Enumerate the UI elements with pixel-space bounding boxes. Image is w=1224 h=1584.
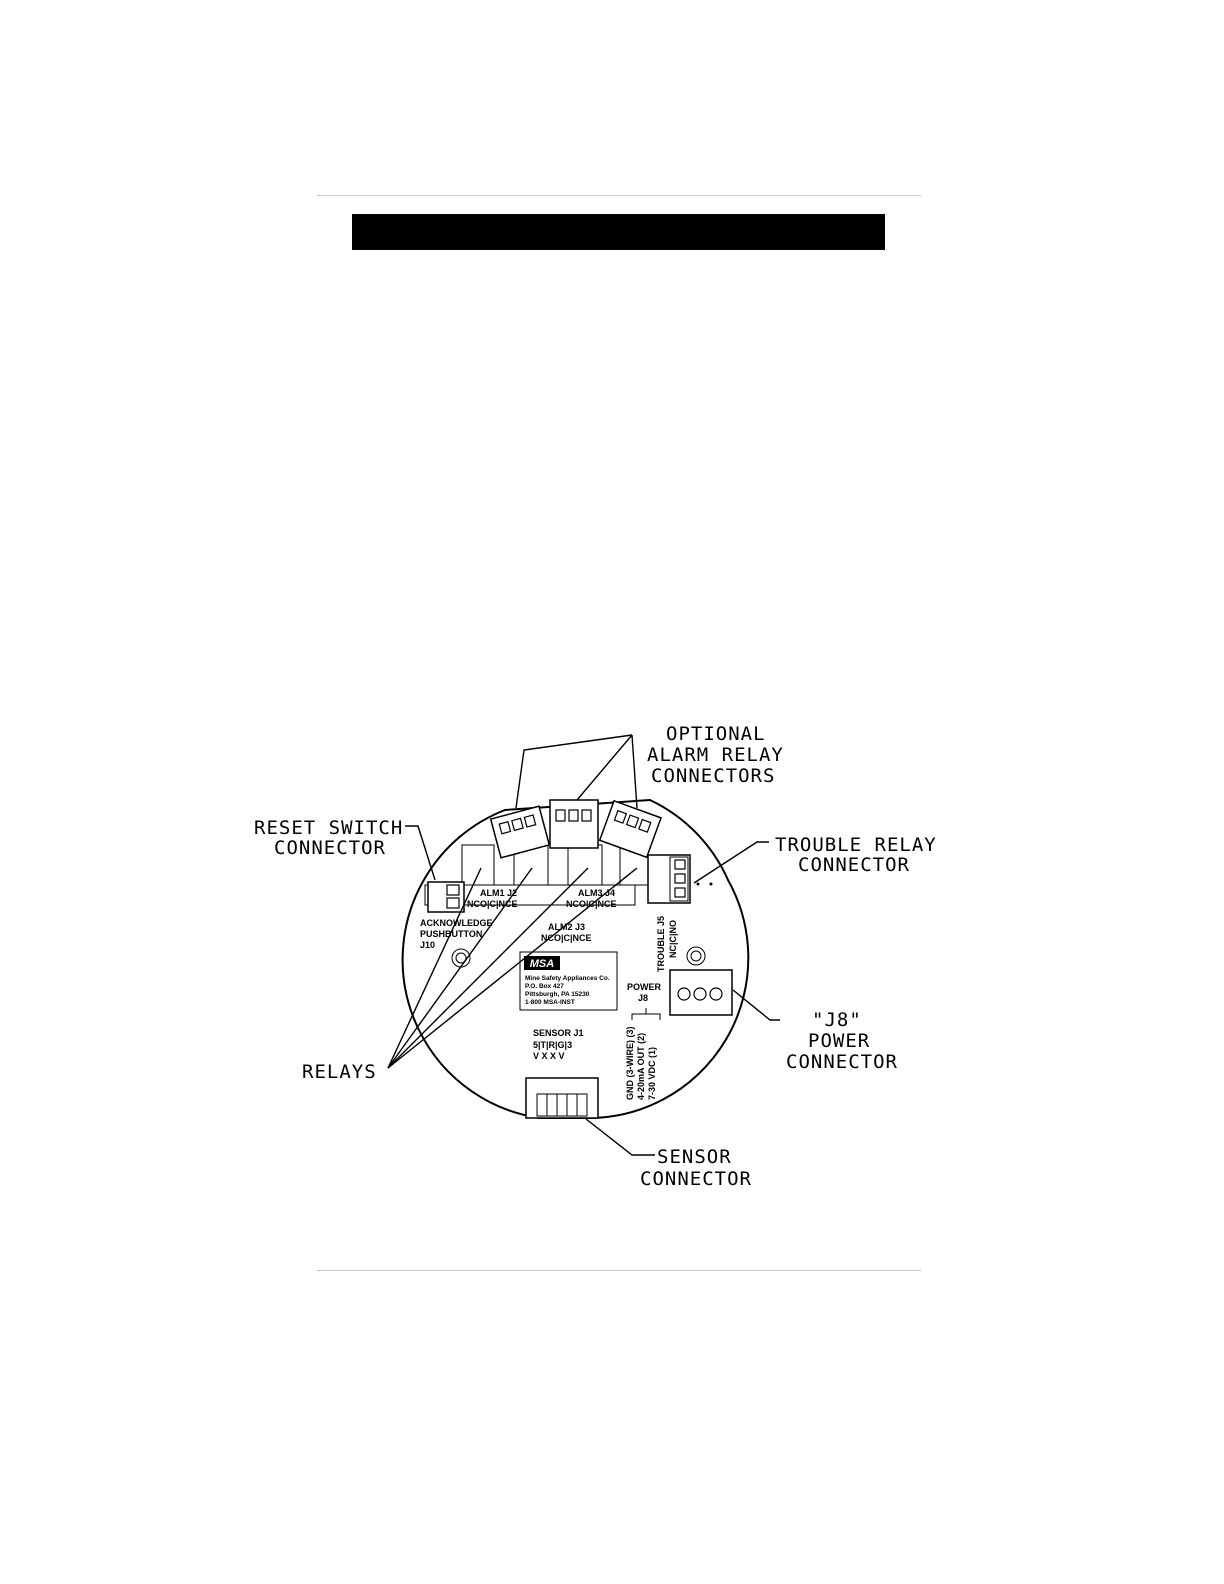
power-pin-vdc: 7-30 VDC (1) [647,1047,657,1100]
relays-callout: RELAYS [302,1061,377,1083]
top-divider [317,195,921,196]
alm1-pins: NCO|C|NCE [467,899,518,909]
sensor-pins-bottom: V X X V [533,1051,565,1061]
power-connector-j8 [669,969,733,1016]
optional-alarm-callout: OPTIONAL [666,723,766,745]
mounting-screw-icon [686,946,706,966]
pushbutton-label: PUSHBUTTON [420,929,482,939]
j8-power-callout: CONNECTOR [786,1051,898,1073]
optional-alarm-callout: ALARM RELAY [647,744,784,766]
alm1-label: ALM1 J2 [480,888,517,898]
trouble-relay-callout: CONNECTOR [798,854,910,876]
j8-power-callout: "J8" [812,1009,862,1031]
trouble-j5-rotated: TROUBLE J5 NC|C|NO [656,916,678,972]
msa-address-line: Mine Safety Appliances Co. [525,975,610,982]
optional-alarm-callout: CONNECTORS [651,765,775,787]
power-pin-4-20ma: 4-20mA OUT (2) [636,1033,646,1100]
msa-address-line: Pittsburgh, PA 15230 [525,991,590,998]
j8-power-callout: POWER [808,1030,870,1052]
alarm-connector-alm2 [549,799,599,849]
sensor-pins-top: 5|T|R|G|3 [533,1040,572,1050]
bottom-divider [317,1270,921,1271]
trouble-j5-label: TROUBLE J5 [656,916,666,972]
alarm-connector-alm3 [598,799,662,859]
power-pin-gnd: GND (3-WIRE) (3) [625,1027,635,1101]
power-jumper [631,1008,661,1020]
alm3-label: ALM3 J4 [578,888,615,898]
trouble-j5-pins: NC|C|NO [668,920,678,958]
alm2-label: ALM2 J3 [548,922,585,932]
sensor-connector-j1 [525,1077,599,1119]
acknowledge-label: ACKNOWLEDGE [420,918,493,928]
j8-label: J8 [638,993,648,1003]
j10-label: J10 [420,940,435,950]
power-pins-rotated: GND (3-WIRE) (3) 4-20mA OUT (2) 7-30 VDC… [625,1027,657,1101]
leader-lines [387,734,780,1156]
msa-address-line: P.O. Box 427 [525,983,564,990]
sensor-connector-callout: CONNECTOR [640,1168,752,1190]
msa-logo: MSA [530,958,555,970]
msa-address-line: 1-800 MSA-INST [525,999,575,1006]
section-header-bar [352,214,885,250]
msa-label: MSA Mine Safety Appliances Co. P.O. Box … [519,951,618,1011]
reset-switch-callout: CONNECTOR [274,837,386,859]
alarm-connector-alm1 [489,805,551,859]
sensor-connector-callout: SENSOR [657,1146,732,1168]
sensor-j1-label: SENSOR J1 [533,1028,584,1038]
power-label: POWER [627,982,662,992]
trouble-relay-callout: TROUBLE RELAY [775,834,937,856]
alm2-pins: NCO|C|NCE [541,933,592,943]
reset-switch-connector-j10 [427,881,465,913]
trouble-relay-connector-j5 [647,854,713,904]
reset-switch-callout: RESET SWITCH [254,817,403,839]
